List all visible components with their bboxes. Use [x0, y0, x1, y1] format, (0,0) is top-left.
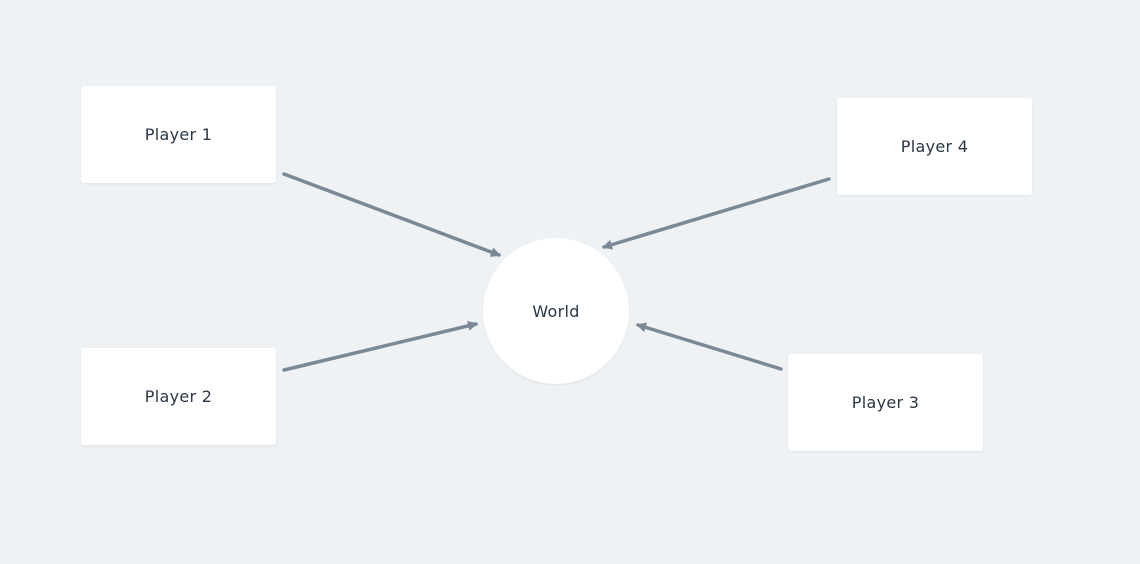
edge-player-1-to-world [282, 172, 501, 257]
edge-player-2-to-world [282, 321, 478, 372]
player-2-label: Player 2 [144, 387, 213, 406]
player-1-node[interactable]: Player 1 [81, 86, 276, 183]
player-3-node[interactable]: Player 3 [788, 354, 983, 451]
player-2-node[interactable]: Player 2 [81, 348, 276, 445]
world-label: World [532, 301, 580, 321]
edge-player-3-to-world [636, 322, 783, 371]
world-node[interactable]: World [483, 238, 629, 384]
edge-player-4-to-world [602, 177, 831, 250]
player-3-label: Player 3 [851, 393, 920, 412]
player-1-label: Player 1 [144, 125, 213, 144]
player-4-node[interactable]: Player 4 [837, 98, 1032, 195]
player-4-label: Player 4 [900, 137, 969, 156]
